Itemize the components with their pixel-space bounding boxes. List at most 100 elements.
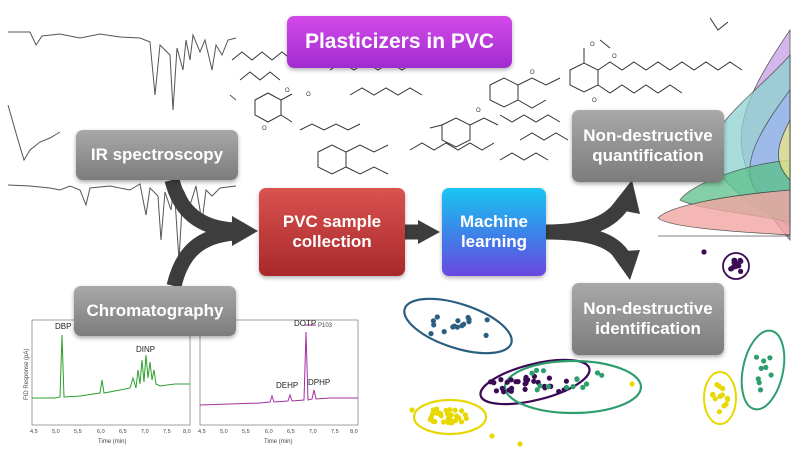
cluster-ellipse-yellow [412,398,488,436]
peak-label-dphp: DPHP [308,378,330,387]
ir-spectrum-3 [229,94,237,101]
scatter-point [432,419,438,425]
scatter-point [466,319,472,325]
scatter-point [522,386,528,392]
scatter-point [731,260,737,266]
scatter-point [730,264,736,271]
scatter-point [504,379,510,385]
ident-box-line1: Non-destructive [583,299,713,319]
scatter-point [450,324,456,330]
cluster-ring-purple [722,252,750,280]
scatter-point [546,375,553,381]
identification-box: Non-destructive identification [572,283,724,355]
svg-text:6,0: 6,0 [265,429,273,435]
svg-text:O: O [530,70,535,76]
svg-text:8,0: 8,0 [183,429,191,435]
scatter-point [763,364,769,370]
scatter-point [529,370,535,376]
scatter-point [440,419,447,425]
scatter-point [523,374,529,380]
chromatogram-left-xlabel: Time (min) [98,439,126,445]
svg-text:7,0: 7,0 [309,429,317,435]
arrow-ir-to-pvc [164,177,235,238]
svg-text:7,5: 7,5 [163,429,171,435]
scatter-point [483,332,489,338]
svg-text:O: O [262,126,267,132]
pvc-sample-collection-box: PVC sample collection [259,188,405,276]
svg-text:5,5: 5,5 [74,429,82,435]
scatter-point [712,396,718,402]
cluster-ellipse-green-2 [740,329,786,411]
scatter-point [717,393,723,399]
svg-text:5,0: 5,0 [220,429,228,435]
svg-text:7,5: 7,5 [331,429,339,435]
chromatogram-left-xticks: 4,5 5,0 5,5 6,0 6,5 7,0 7,5 8,0 [30,429,191,435]
scatter-point [533,367,540,373]
scatter-point [523,380,529,386]
scatter-point [459,323,465,329]
scatter-point [556,388,562,395]
scatter-point [462,412,468,418]
scatter-point [758,365,764,371]
peak-label-dehp: DEHP [276,381,298,390]
svg-text:5,5: 5,5 [242,429,250,435]
scatter-point [428,331,434,337]
scatter-point [434,410,441,416]
peak-label-dbp: DBP [55,322,71,331]
scatter-point [767,355,773,361]
scatter-point [409,407,415,413]
svg-text:O: O [612,54,617,60]
scatter-point [434,314,440,320]
scatter-point [594,370,601,376]
svg-text:O: O [306,92,311,98]
scatter-point [710,392,716,398]
scatter-point [447,416,453,422]
scatter-point [738,268,744,274]
chromatogram-right: P103 DOTP DEHP DPHP Time (min) 4,5 5,0 5… [198,319,359,445]
scatter-point [724,395,731,401]
scatter-point [493,388,499,394]
scatter-point [508,377,514,383]
svg-text:6,0: 6,0 [97,429,105,435]
title-text: Plasticizers in PVC [304,29,495,53]
scatter-point [599,372,605,378]
ir-spectrum-1 [8,31,237,111]
ml-box-line1: Machine [459,212,529,232]
scatter-point [453,413,460,419]
arrowhead-ir-pvc [232,216,258,246]
svg-text:8,0: 8,0 [350,429,358,435]
scatter-point [757,387,764,393]
scatter-point [452,418,458,424]
scatter-point [441,329,447,335]
scatter-point [580,384,586,390]
peak-label-dinp: DINP [136,345,155,354]
scatter-point [458,419,465,425]
title-box: Plasticizers in PVC [287,16,512,68]
cluster-ellipse-green [503,359,643,415]
scatter-point [452,407,458,413]
scatter-point [488,379,494,385]
scatter-point [584,381,590,387]
scatter-point [517,441,523,447]
scatter-point [489,433,495,439]
scatter-point [756,380,762,386]
scatter-point [716,409,723,415]
ir-spectrum-2 [7,104,61,162]
peak-label-dotp: DOTP [294,319,316,328]
svg-text:O: O [590,42,595,48]
quantification-box: Non-destructive quantification [572,110,724,182]
scatter-point [720,386,726,392]
scatter-point [629,381,635,387]
cluster-ellipse-purple [479,358,591,406]
svg-text:4,5: 4,5 [198,429,206,435]
pvc-box-line1: PVC sample [282,212,382,232]
svg-text:4,5: 4,5 [30,429,38,435]
scatter-point [537,383,543,389]
scatter-point [736,263,742,269]
scatter-point [484,317,490,323]
